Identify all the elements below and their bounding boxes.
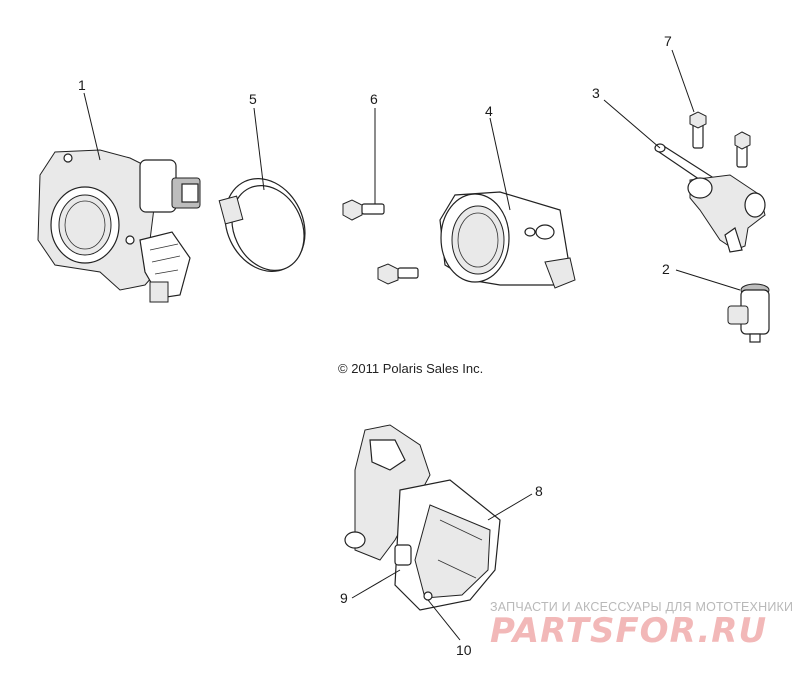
bolt-part-upper — [342, 199, 385, 221]
rail-bolt-part-1 — [689, 111, 707, 149]
leader-line-7 — [671, 49, 695, 113]
bolt-part-lower — [377, 263, 419, 285]
copyright-text: © 2011 Polaris Sales Inc. — [338, 361, 483, 376]
leader-line-8 — [487, 493, 533, 521]
watermark-tagline: ЗАПЧАСТИ И АКСЕССУАРЫ ДЛЯ МОТОТЕХНИКИ — [490, 600, 793, 614]
callout-7: 7 — [664, 33, 672, 49]
callout-10: 10 — [456, 642, 472, 658]
rail-bolt-part-2 — [734, 131, 751, 168]
callout-5: 5 — [249, 91, 257, 107]
watermark: ЗАПЧАСТИ И АКСЕССУАРЫ ДЛЯ МОТОТЕХНИКИ PA… — [490, 600, 793, 651]
leader-line-1 — [83, 92, 101, 161]
callout-2: 2 — [662, 261, 670, 277]
leader-line-4 — [489, 117, 511, 211]
intake-adapter-part — [439, 191, 576, 289]
leader-lines — [83, 49, 741, 641]
leader-line-2 — [675, 269, 741, 291]
leader-line-9 — [351, 569, 401, 599]
leader-line-3 — [603, 99, 661, 149]
callout-9: 9 — [340, 590, 348, 606]
callout-3: 3 — [592, 85, 600, 101]
callout-1: 1 — [78, 77, 86, 93]
leader-line-5 — [253, 107, 265, 191]
fuel-injector-part — [727, 283, 770, 343]
fuel-rail-part — [654, 143, 766, 253]
leader-line-10 — [427, 599, 461, 641]
callout-6: 6 — [370, 91, 378, 107]
callout-8: 8 — [535, 483, 543, 499]
throttle-body-part — [37, 149, 201, 303]
hose-clamp-part — [218, 178, 306, 272]
callout-numbers: 1 2 3 4 5 6 7 8 9 10 — [78, 33, 672, 658]
watermark-logo: PARTSFOR.RU — [490, 611, 767, 651]
throttle-body-assembly-part — [344, 424, 501, 611]
callout-4: 4 — [485, 103, 493, 119]
